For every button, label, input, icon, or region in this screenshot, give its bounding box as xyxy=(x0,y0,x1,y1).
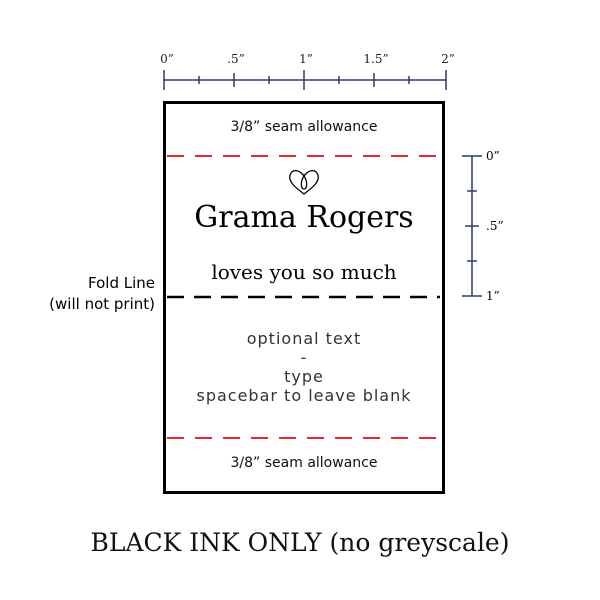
ruler-side-label: .5” xyxy=(486,219,504,233)
label-name: Grama Rogers xyxy=(194,200,414,235)
optional-line: spacebar to leave blank xyxy=(196,386,412,405)
optional-line: optional text xyxy=(246,329,362,348)
top-ruler xyxy=(163,70,447,90)
optional-line: - xyxy=(300,348,308,367)
heart-icon xyxy=(289,169,319,195)
seam-allowance-top: 3/8” seam allowance xyxy=(230,119,378,135)
ink-instructions: BLACK INK ONLY (no greyscale) xyxy=(90,528,510,557)
fold-line-label: Fold Line (will not print) xyxy=(10,273,155,315)
ruler-top-label: 0” xyxy=(160,52,174,66)
ruler-top-label: 2” xyxy=(441,52,455,66)
seam-allowance-bottom: 3/8” seam allowance xyxy=(230,455,378,471)
fold-line-title: Fold Line xyxy=(88,274,155,292)
optional-text: optional text - type spacebar to leave b… xyxy=(164,329,444,405)
optional-line: type xyxy=(284,367,324,386)
fold-line-note: (will not print) xyxy=(49,295,155,313)
ruler-top-label: 1” xyxy=(299,52,313,66)
side-ruler xyxy=(462,155,482,297)
label-outline xyxy=(163,101,445,494)
ruler-top-label: 1.5” xyxy=(363,52,389,66)
ruler-side-label: 0” xyxy=(486,149,500,163)
ruler-top-label: .5” xyxy=(227,52,245,66)
ruler-side-label: 1” xyxy=(486,289,500,303)
label-subtitle: loves you so much xyxy=(211,260,397,284)
